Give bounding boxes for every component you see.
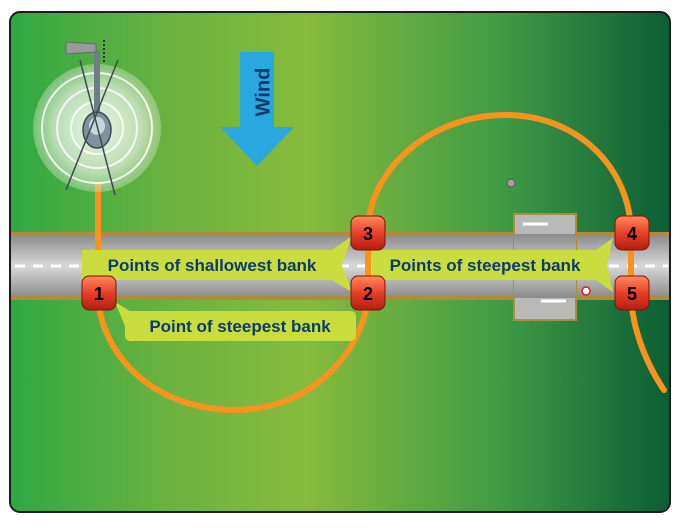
no-entry-sign-icon bbox=[581, 286, 591, 296]
marker-4: 4 bbox=[614, 215, 650, 251]
marker-5: 5 bbox=[614, 275, 650, 311]
marker-4-label: 4 bbox=[627, 224, 637, 244]
marker-3-label: 3 bbox=[363, 224, 373, 244]
callout-steepest-plural-text: Points of steepest bank bbox=[390, 256, 581, 275]
callout-steepest-bank-single: Point of steepest bank bbox=[115, 302, 356, 341]
callout-steepest-bank-plural: Points of steepest bank bbox=[372, 238, 613, 292]
windsock-icon bbox=[65, 40, 105, 64]
marker-1: 1 bbox=[81, 275, 117, 311]
marker-5-label: 5 bbox=[627, 284, 637, 304]
wind-arrow-icon bbox=[220, 52, 294, 166]
marker-3: 3 bbox=[350, 215, 386, 251]
marker-2-label: 2 bbox=[363, 284, 373, 304]
marker-2: 2 bbox=[350, 275, 386, 311]
callout-shallowest-text: Points of shallowest bank bbox=[108, 256, 317, 275]
wind-label: Wind bbox=[252, 68, 274, 117]
callout-steepest-single-text: Point of steepest bank bbox=[149, 317, 331, 336]
ball-object bbox=[506, 178, 516, 188]
marker-1-label: 1 bbox=[94, 284, 104, 304]
helicopter-icon bbox=[33, 50, 161, 196]
callout-shallowest-bank: Points of shallowest bank bbox=[82, 236, 352, 292]
